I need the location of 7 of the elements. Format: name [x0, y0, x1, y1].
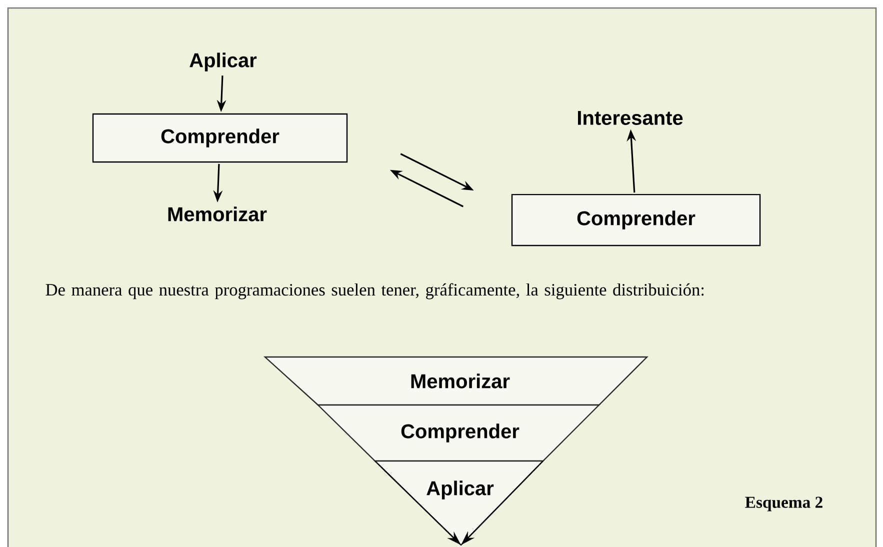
term-label: Interesante	[578, 111, 683, 125]
term-label: Memorizar	[168, 206, 267, 222]
term-box: Comprender	[511, 194, 761, 246]
term-label: Aplicar	[190, 52, 257, 72]
term-box: Comprender	[92, 113, 348, 163]
figure-label: Esquema 2	[745, 496, 822, 512]
paragraph: De manera que nuestra programaciones suelen tener, gráficamente, la siguiente distribuición:	[46, 283, 704, 300]
